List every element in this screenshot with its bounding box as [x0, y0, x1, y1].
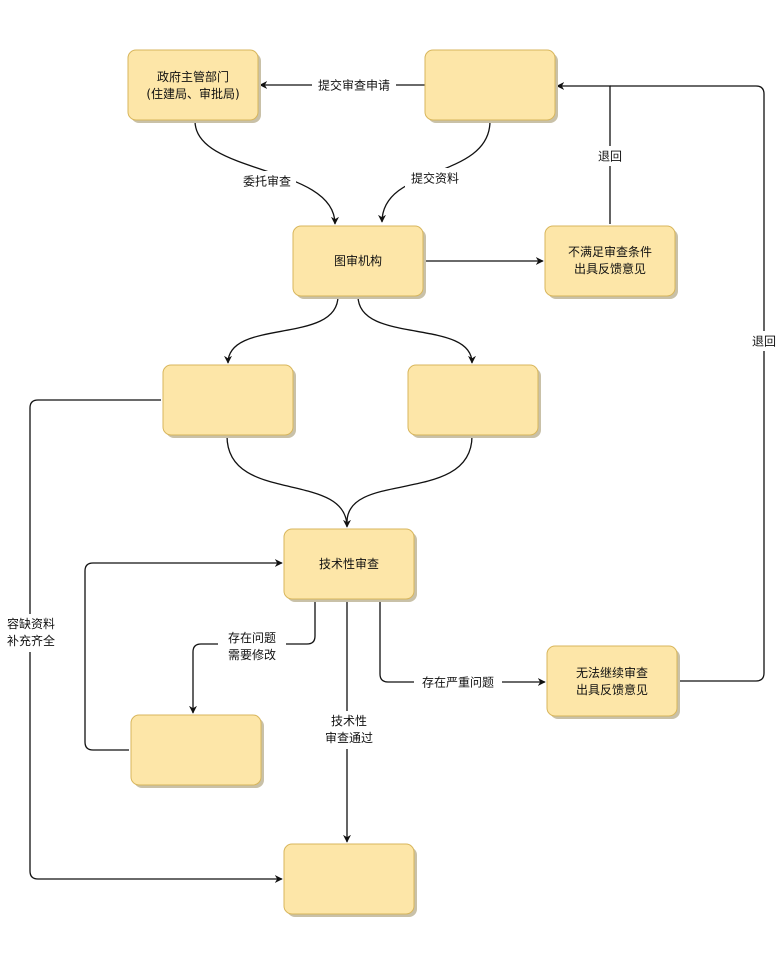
edge-label-missing-docs-line1: 容缺资料	[7, 616, 55, 631]
edge-right-branch-to-tech	[346, 435, 473, 523]
node-government-department: 政府主管部门 (住建局、审批局)	[127, 49, 261, 123]
node-cannot-continue: 无法继续审查 出具反馈意见	[546, 645, 680, 719]
node-not-meet-line2: 出具反馈意见	[574, 261, 646, 276]
edge-tech-pass: 技术性 审查通过	[318, 600, 380, 843]
edge-label-has-problem-line2: 需要修改	[228, 647, 276, 662]
edge-has-problem: 存在问题 需要修改	[189, 600, 316, 714]
edge-modify-back-to-tech	[84, 559, 283, 751]
edge-submit-documents: 提交资料	[378, 120, 491, 223]
node-review-organization-label: 图审机构	[334, 253, 382, 268]
node-review-organization: 图审机构	[292, 225, 426, 299]
edge-label-has-problem-line1: 存在问题	[228, 631, 276, 645]
edge-entrust-review: 委托审查	[194, 120, 339, 225]
node-left-branch	[162, 364, 296, 438]
edge-label-submit-documents: 提交资料	[411, 171, 459, 186]
edge-label-tech-pass-line1: 技术性	[331, 714, 367, 728]
edge-return-from-cannot-continue: 退回	[610, 85, 780, 682]
edge-review-to-left-branch	[224, 295, 339, 364]
edge-review-to-right-branch	[357, 295, 476, 364]
edge-label-submit-application: 提交审查申请	[318, 78, 390, 93]
node-right-branch	[407, 364, 541, 438]
edge-label-tech-pass-line2: 审查通过	[325, 730, 373, 745]
edge-label-serious-problem: 存在严重问题	[422, 676, 494, 690]
node-modify	[130, 714, 264, 788]
node-cannot-continue-line2: 出具反馈意见	[576, 682, 648, 697]
edge-label-return-right: 退回	[752, 335, 776, 349]
edge-label-missing-docs-line2: 补充齐全	[7, 633, 55, 648]
edge-serious-problem: 存在严重问题	[379, 600, 546, 692]
node-government-line2: (住建局、审批局)	[146, 86, 239, 101]
node-applicant	[424, 49, 558, 123]
node-technical-review: 技术性审查	[283, 528, 417, 602]
edge-missing-documents: 容缺资料 补充齐全	[2, 399, 283, 883]
node-government-line1: 政府主管部门	[157, 69, 229, 84]
node-final	[283, 843, 417, 917]
node-not-meet-conditions: 不满足审查条件 出具反馈意见	[544, 225, 678, 299]
node-not-meet-line1: 不满足审查条件	[568, 244, 652, 259]
edge-label-entrust-review: 委托审查	[243, 174, 291, 189]
edge-return-from-not-meet: 退回	[556, 82, 626, 224]
edge-label-return-top: 退回	[598, 150, 622, 164]
edge-submit-application: 提交审查申请	[259, 75, 425, 95]
node-technical-review-label: 技术性审查	[319, 556, 379, 571]
edge-left-branch-to-tech	[226, 435, 351, 528]
node-cannot-continue-line1: 无法继续审查	[576, 665, 648, 680]
